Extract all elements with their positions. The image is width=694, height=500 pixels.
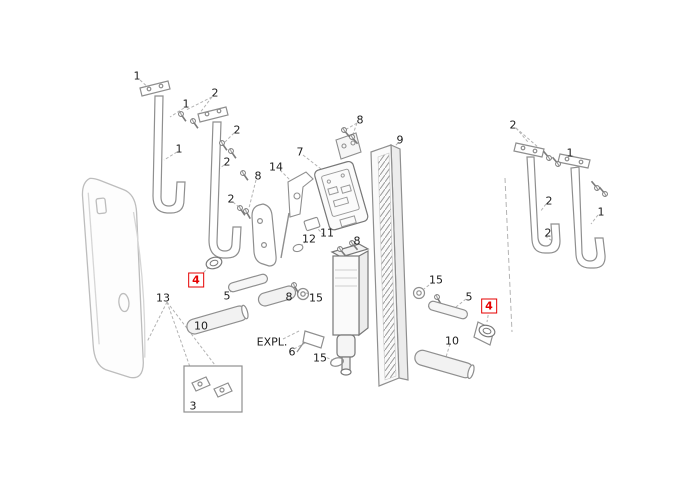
small-block-11	[303, 216, 321, 232]
screw-icon	[176, 110, 190, 123]
release-lever	[296, 330, 325, 353]
hardware-box	[183, 365, 243, 413]
side-plate	[251, 203, 277, 267]
wall-bracket-left-1	[139, 80, 186, 214]
control-mount-plate	[335, 132, 362, 160]
left-cover	[81, 177, 146, 379]
wall-bracket-left-2	[197, 106, 242, 259]
screw-icon	[238, 169, 252, 182]
clamp-ring-bottom	[330, 357, 344, 367]
mounting-bracket-14	[287, 171, 314, 218]
clamp-mid	[296, 287, 310, 301]
screw-icon	[226, 147, 240, 160]
wall-bracket-right-2	[557, 153, 606, 269]
pin-12	[280, 212, 304, 259]
rack-rail	[370, 144, 409, 387]
control-unit	[314, 160, 369, 231]
wall-bracket-right-1	[513, 142, 561, 254]
motor-body	[330, 243, 370, 376]
clamp-right	[412, 286, 426, 300]
arm-right	[412, 286, 497, 380]
screw-icon	[588, 180, 602, 192]
arm-left	[186, 273, 297, 335]
